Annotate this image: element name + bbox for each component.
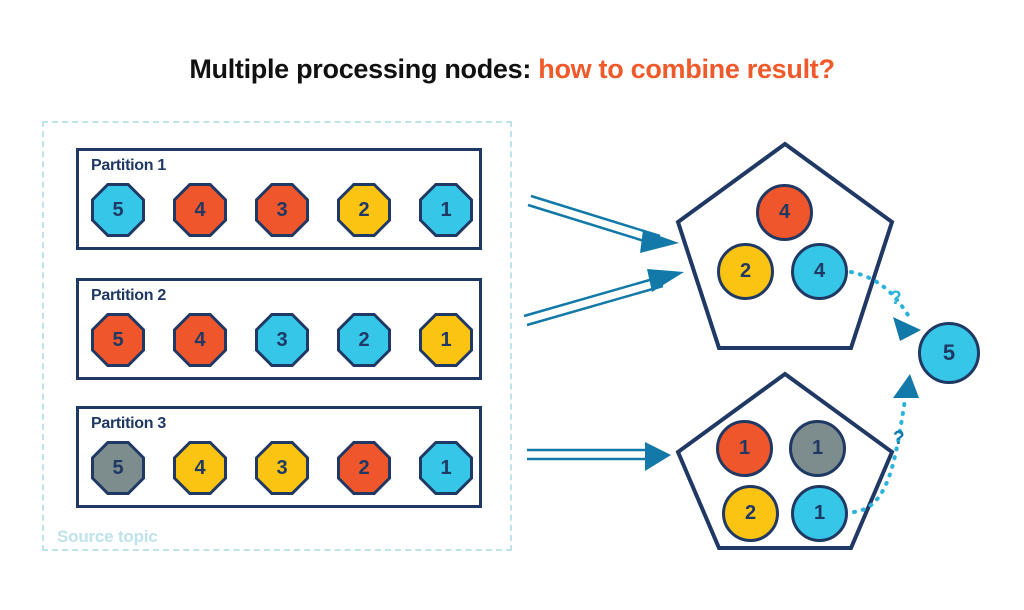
octagon-shape [94,316,142,364]
octagon-value: 4 [194,329,206,351]
partition-items-row: 5 4 3 2 1 [91,441,473,495]
node-circle-value: 1 [811,437,824,459]
node-circle-value: 2 [744,502,757,524]
partition-item[interactable]: 5 [91,441,145,495]
flow-arrow-3 [527,442,671,471]
partition-item[interactable]: 3 [255,441,309,495]
result-path-top [849,270,921,341]
octagon-shape [422,186,470,234]
processing-node-bottom-pentagon[interactable] [675,371,895,550]
octagon-shape [258,186,306,234]
partition-item[interactable]: 2 [337,441,391,495]
partition-box-1[interactable]: Partition 1 5 4 3 2 1 [76,148,482,250]
octagon-value: 5 [112,199,124,221]
octagon-value: 5 [112,329,124,351]
octagon-shape [176,186,224,234]
partition-item[interactable]: 1 [419,183,473,237]
source-topic-container [42,121,512,551]
node-circle-value: 1 [738,437,751,459]
node-circle-value: 4 [778,201,791,223]
flow-arrow-2 [523,269,684,327]
partition-box-2[interactable]: Partition 2 5 4 3 2 1 [76,278,482,380]
octagon-value: 1 [440,199,452,221]
octagon-shape [340,186,388,234]
partition-item[interactable]: 3 [255,313,309,367]
octagon-shape [176,444,224,492]
octagon-shape [176,316,224,364]
partition-items-row: 5 4 3 2 1 [91,313,473,367]
octagon-shape [422,316,470,364]
partition-item[interactable]: 5 [91,313,145,367]
result-circle[interactable]: 5 [918,322,980,384]
result-value: 5 [942,340,956,365]
partition-label: Partition 1 [91,157,166,174]
octagon-value: 1 [440,329,452,351]
octagon-value: 2 [358,329,370,351]
page-title: Multiple processing nodes: how to combin… [0,54,1024,85]
node-bottom-circle-4[interactable]: 1 [791,485,848,542]
question-mark-bottom: ? [893,428,905,449]
node-top-circle-3[interactable]: 4 [791,243,848,300]
node-bottom-circle-2[interactable]: 1 [789,420,846,477]
question-mark-top: ? [890,288,902,309]
octagon-value: 4 [194,199,206,221]
partition-box-3[interactable]: Partition 3 5 4 3 2 1 [76,406,482,508]
octagon-shape [258,316,306,364]
octagon-value: 2 [358,199,370,221]
result-path-bottom [852,374,919,514]
node-top-circle-1[interactable]: 4 [756,184,813,241]
flow-arrow-1 [527,194,679,253]
partition-item[interactable]: 2 [337,313,391,367]
source-topic-label: Source topic [57,527,158,546]
octagon-value: 2 [358,457,370,479]
octagon-shape [258,444,306,492]
octagon-value: 3 [276,199,288,221]
partition-item[interactable]: 3 [255,183,309,237]
octagon-value: 3 [276,457,288,479]
page-title-main: Multiple processing nodes: [189,54,539,84]
page-title-accent: how to combine result? [538,54,835,84]
octagon-value: 4 [194,457,206,479]
node-top-circle-2[interactable]: 2 [717,243,774,300]
partition-item[interactable]: 1 [419,313,473,367]
partition-item[interactable]: 4 [173,183,227,237]
partition-item[interactable]: 2 [337,183,391,237]
partition-label: Partition 2 [91,287,166,304]
node-circle-value: 4 [813,260,826,282]
node-circle-value: 2 [739,260,752,282]
node-bottom-circle-1[interactable]: 1 [716,420,773,477]
partition-item[interactable]: 4 [173,441,227,495]
processing-node-top-pentagon[interactable] [675,141,895,350]
node-circle-value: 1 [813,502,826,524]
octagon-value: 3 [276,329,288,351]
octagon-shape [422,444,470,492]
octagon-shape [94,186,142,234]
partition-items-row: 5 4 3 2 1 [91,183,473,237]
octagon-value: 1 [440,457,452,479]
partition-item[interactable]: 4 [173,313,227,367]
partition-item[interactable]: 1 [419,441,473,495]
octagon-shape [340,444,388,492]
octagon-shape [340,316,388,364]
partition-label: Partition 3 [91,415,166,432]
node-bottom-circle-3[interactable]: 2 [722,485,779,542]
octagon-shape [94,444,142,492]
octagon-value: 5 [112,457,124,479]
partition-item[interactable]: 5 [91,183,145,237]
